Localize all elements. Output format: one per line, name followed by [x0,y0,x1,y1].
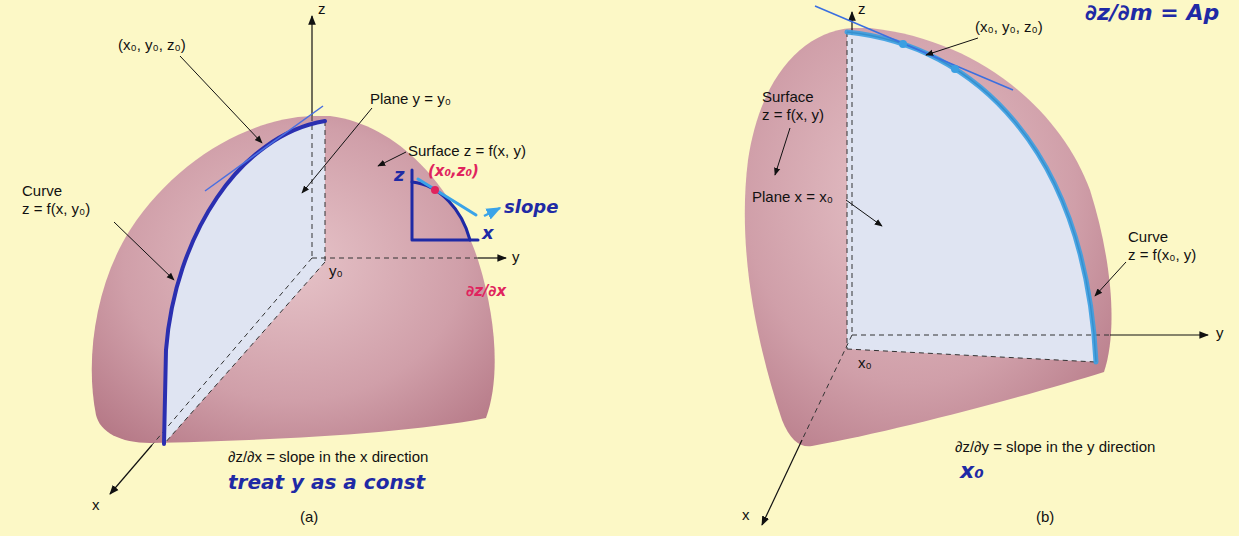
axis-label: z [318,0,326,18]
plane-label: Plane y = y₀ [370,90,451,108]
panel-b [745,6,1208,525]
point-label: (x₀, y₀, z₀) [118,36,186,54]
leader-line [114,222,174,280]
inset-tangent [418,179,476,215]
tangent-line [205,106,323,191]
surface-equation: z = f(x, y) [762,106,824,124]
handwritten-note: x [482,222,494,244]
axis-label: x [92,496,100,514]
surface-label: Surface z = f(x, y) [408,142,526,160]
axis-arrow [311,16,312,116]
handwritten-note: x₀ [960,458,984,484]
plane-label: Plane x = x₀ [752,188,833,206]
axis-label: z [858,0,866,18]
leader-line [846,200,882,226]
curve-label: Curve [22,182,62,200]
leader-line [378,152,406,166]
handwritten-note: ∂z/∂m = Ap [1085,0,1219,26]
axis-arrow [478,257,506,258]
handwritten-note: z [394,164,404,186]
hidden-axis [852,30,853,335]
hidden-axis [802,335,852,440]
plane-edge [325,121,326,262]
tick-label: x₀ [858,354,872,372]
leader-line [926,38,978,55]
plane-edge [847,349,1096,362]
plane-slice [847,32,1096,362]
caption-text: ∂z/∂y = slope in the y direction [955,438,1155,456]
section-curve [164,121,325,444]
handwritten-dot [899,40,907,48]
inset-curve [412,182,470,240]
handwritten-note: treat y as a const [228,470,425,494]
curve-equation: z = f(x₀, y) [1128,246,1196,264]
inset-axes [412,170,478,240]
inset-arrow [484,208,500,216]
plane-edge [164,262,325,444]
axis-arrow [762,440,802,525]
handwritten-note: slope [504,196,558,218]
leader-line [1095,262,1126,296]
axis-label: x [742,506,750,524]
axis-arrow [1110,334,1208,335]
hidden-axis [312,116,313,258]
hidden-axis [312,258,478,259]
leader-line [180,56,262,143]
plane-edge [847,32,848,349]
point-label: (x₀, y₀, z₀) [975,18,1043,36]
sphere-surface [745,28,1112,446]
panel-label: (a) [300,508,318,526]
section-curve [847,32,1096,362]
handwritten-curve [164,121,325,444]
curve-equation: z = f(x, y₀) [22,200,90,218]
curve-label: Curve [1128,228,1168,246]
inset-point [431,186,439,194]
axis-label: y [512,248,520,266]
axis-arrow [110,445,152,494]
tick-label: y₀ [329,262,343,280]
axis-label: y [1216,324,1224,342]
handwritten-curve [847,32,1096,362]
surface-label: Surface [762,88,814,106]
panel-label: (b) [1036,508,1054,526]
handwritten-note: ∂z/∂x [466,282,506,300]
leader-line [775,128,790,175]
handwritten-note: (x₀,z₀) [428,162,479,180]
handwritten-dot [951,65,959,73]
leader-line [302,108,372,193]
caption-text: ∂z/∂x = slope in the x direction [228,448,428,466]
hidden-axis [852,335,1110,336]
plane-slice [164,121,325,444]
panel-a [92,16,506,494]
